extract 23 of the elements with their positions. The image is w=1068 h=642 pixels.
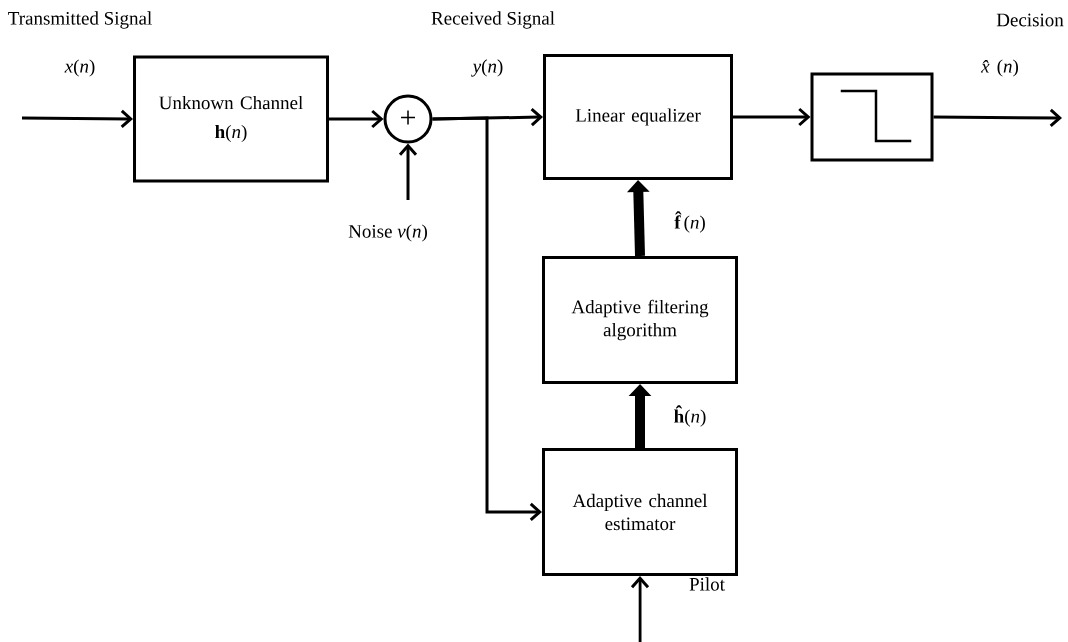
process-box: Unknown Channel h(n) — [133, 55, 329, 183]
process-box: Adaptive channel estimator — [542, 448, 738, 576]
arrow — [329, 109, 384, 129]
edge-label: x(n) — [63, 58, 97, 78]
arrow — [733, 107, 811, 127]
signal-label: Transmitted Signal — [8, 11, 152, 29]
edge-label: y(n) — [471, 58, 505, 78]
arrow — [630, 576, 650, 642]
signal-label: Decision — [996, 13, 1064, 27]
arrow — [398, 143, 418, 200]
arrow — [933, 108, 1062, 128]
edge-label: Pilot — [688, 576, 726, 592]
decision-box — [810, 72, 934, 162]
arrow — [432, 116, 542, 522]
edge-label: Noise ν(n) — [347, 223, 429, 243]
edge-label: ĥ(n) — [672, 404, 708, 428]
edge-label: f̂(n) — [673, 210, 707, 234]
process-box: Linear equalizer — [543, 54, 733, 180]
summing-junction: + — [383, 94, 433, 144]
signal-label: Received Signal — [431, 11, 555, 29]
process-box: Adaptive filtering algorithm — [542, 256, 738, 384]
edge-label: x̂(n) — [980, 58, 1020, 78]
arrow — [22, 109, 133, 129]
